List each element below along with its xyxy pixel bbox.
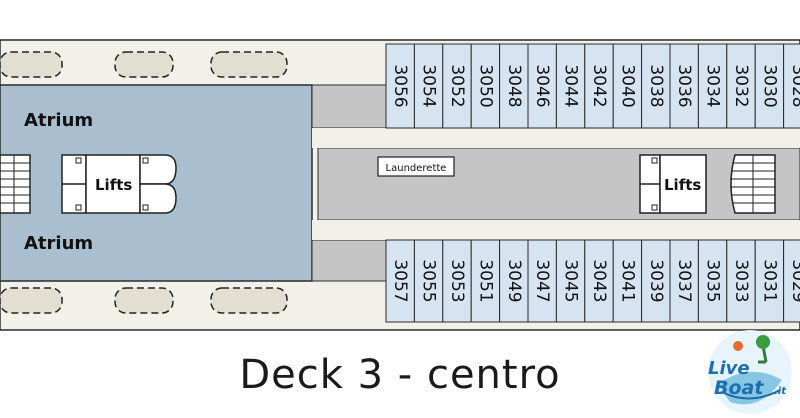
bottom-cabin-number: 3043 [589, 259, 609, 302]
top-cabin-number: 3054 [419, 64, 439, 107]
top-cabin [555, 43, 586, 129]
bottom-cabin [555, 239, 586, 323]
bottom-cabin-number: 3045 [561, 259, 581, 302]
top-cabin-number: 3028 [788, 64, 800, 107]
top-cabin [584, 43, 614, 129]
lifeboat-top-3 [210, 51, 288, 78]
top-cabin [641, 43, 671, 129]
bottom-cabin [669, 239, 699, 323]
bottom-cabin [385, 239, 415, 323]
top-cabin [726, 43, 756, 129]
bottom-cabin-number: 3033 [731, 259, 751, 302]
top-cabin [697, 43, 728, 129]
top-cabin [783, 43, 800, 129]
top-cabin-number: 3038 [646, 64, 666, 107]
bottom-cabin [641, 239, 671, 323]
top-cabin-number: 3056 [390, 64, 410, 107]
top-cabin [612, 43, 643, 129]
top-cabin [499, 43, 529, 129]
launderette-box [377, 156, 455, 177]
service-area-bottom [311, 239, 387, 282]
bottom-cabin [754, 239, 785, 323]
logo-word2: Boat [714, 377, 764, 399]
top-cabin [527, 43, 557, 129]
lifts-label-left: Lifts [95, 176, 132, 194]
top-cabin [413, 43, 444, 129]
stairs-left [0, 154, 31, 214]
bottom-cabin [470, 239, 501, 323]
bottom-cabin [612, 239, 643, 323]
top-cabin-number: 3034 [703, 64, 723, 107]
top-cabin-number: 3044 [561, 64, 581, 107]
bottom-cabin [527, 239, 557, 323]
bottom-cabin-number: 3057 [390, 259, 410, 302]
top-cabin-number: 3030 [759, 64, 779, 107]
top-cabin [754, 43, 785, 129]
stairs-right [730, 154, 776, 214]
lifeboat-bottom-3 [210, 287, 288, 314]
bottom-cabin-number: 3049 [504, 259, 524, 302]
deck-title: Deck 3 - centro [239, 352, 561, 398]
bottom-cabin [726, 239, 756, 323]
lifeboat-top-1 [0, 51, 63, 78]
corridor-walkway-top [312, 128, 800, 148]
top-cabin-number: 3048 [504, 64, 524, 107]
bottom-cabin-number: 3055 [419, 259, 439, 302]
logo-word1: Live [708, 358, 750, 379]
cabin-row-bottom: 3057 3055 3053 3051 3049 3047 3045 3043 3041 3039… [385, 239, 800, 323]
top-cabin [442, 43, 472, 129]
top-cabin-number: 3046 [532, 64, 552, 107]
lifts-label-right: Lifts [664, 176, 701, 194]
atrium-label-top: Atrium [24, 110, 93, 131]
bottom-cabin-number: 3041 [617, 259, 637, 302]
bottom-cabin [413, 239, 444, 323]
bottom-cabin-number: 3047 [532, 259, 552, 302]
top-cabin-number: 3050 [475, 64, 495, 107]
atrium-label-bottom: Atrium [24, 233, 93, 254]
top-cabin-number: 3052 [447, 64, 467, 107]
bottom-cabin-number: 3051 [475, 259, 495, 302]
liveboat-logo: Live Boat .it [708, 330, 792, 414]
lifts-right [639, 154, 707, 214]
top-cabin-number: 3032 [731, 64, 751, 107]
service-area-top [311, 84, 387, 129]
top-cabin-number: 3036 [674, 64, 694, 107]
cabin-row-top: 3056 3054 3052 3050 3048 3046 3044 3042 3040 3038… [385, 43, 800, 129]
top-cabin [470, 43, 501, 129]
bottom-cabin [697, 239, 728, 323]
lifts-left [61, 154, 177, 214]
bottom-cabin [783, 239, 800, 323]
bottom-cabin-number: 3029 [788, 259, 800, 302]
bottom-cabin-number: 3037 [674, 259, 694, 302]
bottom-cabin-number: 3035 [703, 259, 723, 302]
launderette-label: Launderette [386, 163, 447, 174]
corridor-walkway-bottom [312, 220, 800, 240]
lifeboat-top-2 [114, 51, 174, 78]
lifeboat-bottom-2 [114, 287, 174, 314]
bottom-cabin [499, 239, 529, 323]
bottom-cabin-number: 3053 [447, 259, 467, 302]
bottom-cabin-number: 3031 [759, 259, 779, 302]
top-cabin-number: 3042 [589, 64, 609, 107]
top-cabin-number: 3040 [617, 64, 637, 107]
lifeboat-bottom-1 [0, 287, 63, 314]
top-cabin [385, 43, 415, 129]
bottom-cabin-number: 3039 [646, 259, 666, 302]
logo-suffix: .it [774, 386, 787, 397]
